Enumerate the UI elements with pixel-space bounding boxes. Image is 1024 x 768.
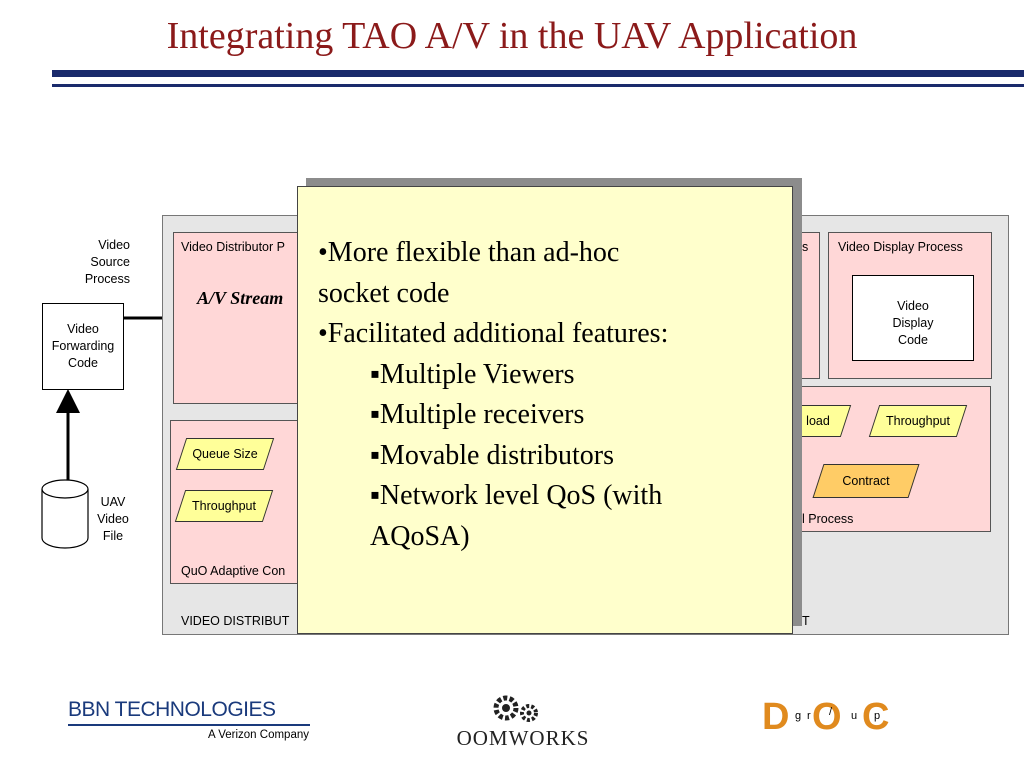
slide-title: Integrating TAO A/V in the UAV Applicati… xyxy=(166,15,858,57)
video-forwarding-code-label: Video Forwarding Code xyxy=(51,322,115,370)
video-source-process-label: Video Source Process xyxy=(84,238,130,286)
note-sub-network-qos: ▪Network level QoS (with xyxy=(370,480,663,511)
doc-letter-c: C xyxy=(862,696,890,738)
note-sub-multiple-receivers: ▪Multiple receivers xyxy=(370,399,585,430)
feature-callout-note: •More flexible than ad-hoc socket code •… xyxy=(297,186,793,634)
title-rule-thin xyxy=(52,84,1024,87)
throughput-right-node: Throughput xyxy=(868,405,968,437)
doc-letter-d: D xyxy=(762,696,790,738)
bbn-logo-rule xyxy=(68,724,310,726)
contract-node: Contract xyxy=(812,464,920,498)
video-display-process-label: Video Display Process xyxy=(838,240,963,254)
title-rule-thick xyxy=(52,70,1024,77)
note-bullet-features: •Facilitated additional features: xyxy=(318,318,669,349)
contract-label: Contract xyxy=(842,474,890,488)
video-display-code-box xyxy=(852,275,974,361)
throughput-left-node: Throughput xyxy=(174,490,274,522)
quo-process-label-fragment: l Process xyxy=(802,512,854,526)
note-bullet-flexible-cont: socket code xyxy=(318,277,450,309)
doc-group-r: r xyxy=(807,710,811,722)
video-distributor-footer-label: VIDEO DISTRIBUT xyxy=(181,614,290,628)
receiver-process-label-fragment: s xyxy=(802,240,809,254)
doc-group-u: u xyxy=(851,710,858,722)
oomworks-gears-icon xyxy=(493,695,538,722)
note-bullet-flexible: •More flexible than ad-hoc xyxy=(318,237,620,268)
throughput-right-label: Throughput xyxy=(886,414,950,428)
uav-video-file-label: UAV Video File xyxy=(97,495,129,543)
queue-size-node: Queue Size xyxy=(175,438,275,470)
note-sub-network-qos-cont: AQoSA) xyxy=(370,520,470,552)
av-streams-label: A/V Stream xyxy=(197,288,284,308)
oomworks-logo-text: OOMWORKS xyxy=(456,726,590,750)
note-sub-multiple-viewers: ▪Multiple Viewers xyxy=(370,358,575,390)
bbn-tagline: A Verizon Company xyxy=(207,729,309,741)
queue-size-label: Queue Size xyxy=(192,447,258,461)
video-display-code-label: Video Display Code xyxy=(892,299,934,347)
note-sub-movable-distributors: ▪Movable distributors xyxy=(370,439,615,471)
video-distributor-process-label: Video Distributor P xyxy=(181,240,285,254)
footer-label-fragment: T xyxy=(802,614,810,628)
quo-adaptive-label: QuO Adaptive Con xyxy=(181,564,286,578)
video-distributor-process-box xyxy=(173,232,305,404)
doc-group-g: g xyxy=(795,710,802,722)
bbn-logo-text: BBN TECHNOLOGIES xyxy=(68,698,276,721)
uav-video-file-cylinder xyxy=(41,479,89,549)
doc-group-slash: / xyxy=(829,706,833,718)
throughput-left-label: Throughput xyxy=(192,499,256,513)
doc-group-p: p xyxy=(874,710,881,722)
doc-letter-o: O xyxy=(812,696,842,738)
video-forwarding-code-box xyxy=(42,303,124,390)
